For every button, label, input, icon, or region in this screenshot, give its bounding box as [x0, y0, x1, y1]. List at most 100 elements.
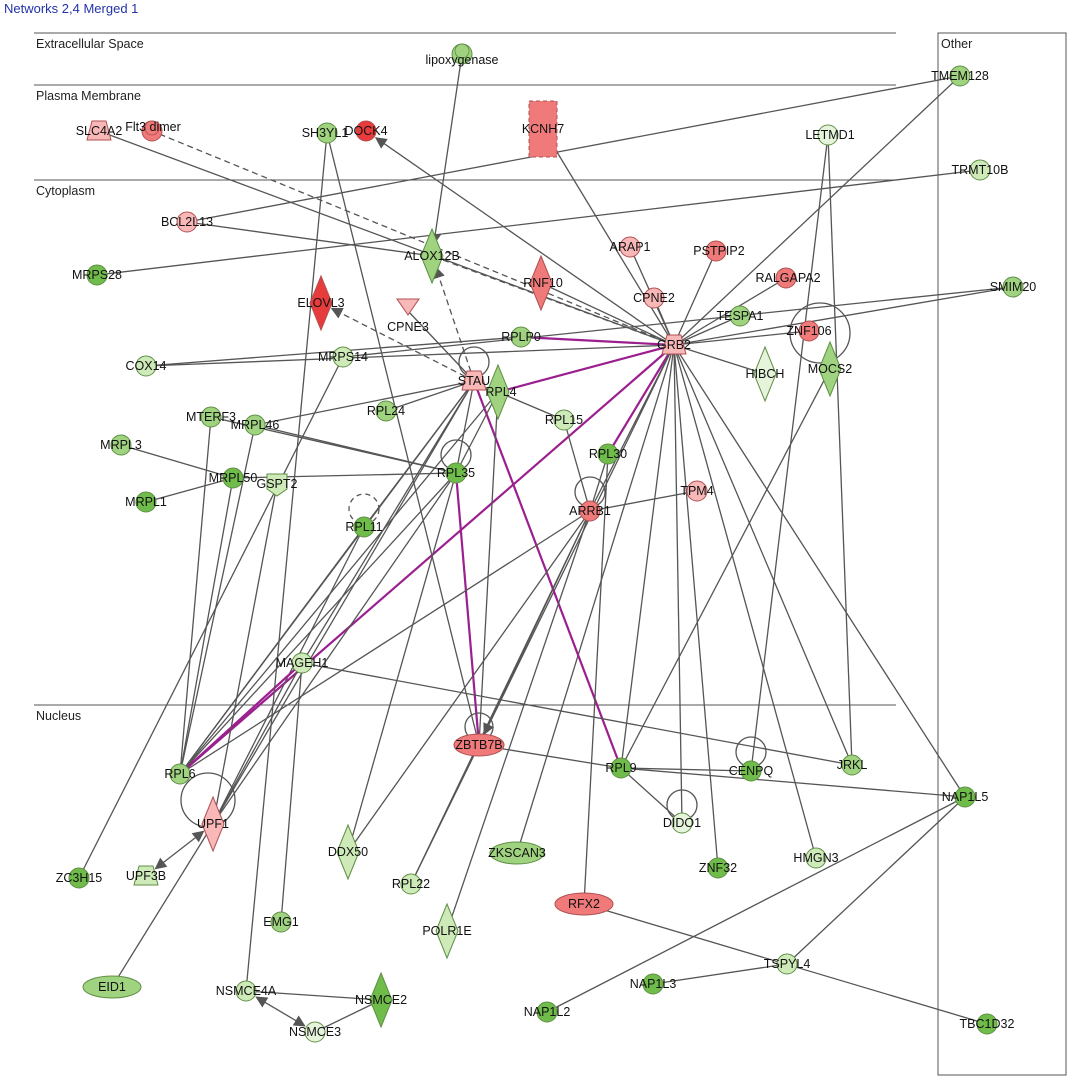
node-slc4a2[interactable]: SLC4A2 [76, 120, 123, 141]
node-hibch[interactable]: HIBCH [746, 345, 785, 403]
node-nap1l5[interactable]: NAP1L5 [942, 786, 989, 808]
node-rpl24[interactable]: RPL24 [367, 400, 405, 422]
node-cpne2[interactable]: CPNE2 [633, 287, 675, 309]
node-label: RPL30 [589, 447, 627, 461]
node-shape [954, 786, 976, 808]
edge-stau-alox12b [433, 266, 475, 382]
node-pstpip2[interactable]: PSTPIP2 [693, 240, 745, 262]
node-rpl6[interactable]: RPL6 [164, 763, 196, 785]
node-rpl30[interactable]: RPL30 [589, 443, 627, 465]
node-shape [82, 975, 142, 999]
edge-sh3yl1-zbtb7b [326, 132, 480, 746]
node-ralgapa2[interactable]: RALGAPA2 [755, 267, 821, 289]
self-loop-layer [180, 302, 851, 828]
node-rpl11[interactable]: RPL11 [345, 516, 383, 538]
node-shape [705, 240, 727, 262]
edge-mrpl46-rpl35 [254, 424, 457, 474]
node-shape [619, 236, 641, 258]
edge-rpl35-ddx50 [347, 472, 457, 853]
node-letmd1[interactable]: LETMD1 [805, 124, 855, 146]
node-shape [486, 363, 510, 421]
edge-mrpl50-mrpl1 [145, 477, 234, 503]
node-bcl2l13[interactable]: BCL2L13 [161, 211, 213, 233]
node-rpl9[interactable]: RPL9 [605, 757, 637, 779]
node-upf1[interactable]: UPF1 [197, 795, 229, 853]
node-tspyl4[interactable]: TSPYL4 [764, 953, 811, 975]
node-flt3dimer[interactable]: Flt3 dimer [125, 120, 181, 142]
node-cpne3[interactable]: CPNE3 [387, 298, 429, 334]
node-label: NSMCE3 [289, 1025, 341, 1039]
node-cox14[interactable]: COX14 [126, 355, 167, 377]
node-zbtb7b[interactable]: ZBTB7B [453, 733, 505, 757]
node-mrpl1[interactable]: MRPL1 [125, 491, 167, 513]
node-label: UPF3B [126, 869, 166, 883]
node-shape [445, 462, 467, 484]
node-mrpl50[interactable]: MRPL50 [209, 467, 258, 489]
node-mrpl3[interactable]: MRPL3 [100, 434, 142, 456]
node-mrps28[interactable]: MRPS28 [72, 264, 122, 286]
node-znf32[interactable]: ZNF32 [699, 857, 737, 879]
node-nsmce2[interactable]: NSMCE2 [355, 971, 407, 1029]
node-nap1l2[interactable]: NAP1L2 [524, 1001, 571, 1023]
node-dido1[interactable]: DIDO1 [663, 812, 701, 834]
node-tespa1[interactable]: TESPA1 [716, 305, 764, 327]
node-alox12b[interactable]: ALOX12B [404, 227, 460, 285]
node-hmgn3[interactable]: HMGN3 [793, 847, 839, 869]
node-nsmce4a[interactable]: NSMCE4A [216, 980, 277, 1002]
node-mrpl46[interactable]: MRPL46 [231, 414, 280, 436]
node-rpl4[interactable]: RPL4 [485, 363, 517, 421]
node-zc3h15[interactable]: ZC3H15 [56, 867, 103, 889]
node-tbc1d32[interactable]: TBC1D32 [960, 1013, 1015, 1035]
node-lipoxygenase[interactable]: lipoxygenase [426, 43, 499, 67]
node-grb2[interactable]: GRB2 [657, 334, 691, 355]
node-mrps14[interactable]: MRPS14 [318, 346, 368, 368]
node-rfx2[interactable]: RFX2 [554, 892, 614, 916]
node-label: DIDO1 [663, 816, 701, 830]
node-rpl35[interactable]: RPL35 [437, 462, 475, 484]
node-smim20[interactable]: SMIM20 [990, 276, 1037, 298]
node-upf3b[interactable]: UPF3B [126, 865, 166, 886]
node-nap1l3[interactable]: NAP1L3 [630, 973, 677, 995]
node-eid1[interactable]: EID1 [82, 975, 142, 999]
page-title[interactable]: Networks 2,4 Merged 1 [4, 1, 139, 16]
node-label: MRPL3 [100, 438, 142, 452]
node-rpl22[interactable]: RPL22 [392, 873, 430, 895]
node-polr1e[interactable]: POLR1E [422, 902, 472, 960]
node-label: RPL22 [392, 877, 430, 891]
node-dock4[interactable]: DOCK4 [344, 120, 388, 142]
node-arrb1[interactable]: ARRB1 [569, 500, 611, 522]
node-shape [753, 345, 777, 403]
node-label: RFX2 [568, 897, 600, 911]
node-rpl15[interactable]: RPL15 [545, 409, 583, 431]
node-emg1[interactable]: EMG1 [263, 911, 299, 933]
node-ddx50[interactable]: DDX50 [328, 823, 368, 881]
node-stau[interactable]: STAU [458, 370, 490, 391]
node-trmt10b[interactable]: TRMT10B [952, 159, 1009, 181]
node-mageh1[interactable]: MAGEH1 [276, 652, 329, 674]
node-shape [336, 823, 360, 881]
node-znf106[interactable]: ZNF106 [786, 320, 832, 342]
node-jrkl[interactable]: JRKL [837, 754, 868, 776]
node-mocs2[interactable]: MOCS2 [808, 340, 853, 398]
node-tpm4[interactable]: TPM4 [680, 480, 714, 502]
node-nsmce3[interactable]: NSMCE3 [289, 1021, 341, 1043]
node-shape [643, 287, 665, 309]
node-mterf3[interactable]: MTERF3 [186, 406, 236, 428]
edge-grb2-rnf10 [540, 282, 675, 346]
edge-rpl15-arrb1 [563, 419, 591, 512]
node-label: NSMCE4A [216, 984, 277, 998]
node-rnf10[interactable]: RNF10 [523, 254, 563, 312]
node-sh3yl1[interactable]: SH3YL1 [302, 122, 349, 144]
node-tmem128[interactable]: TMEM128 [931, 65, 989, 87]
node-zkscan3[interactable]: ZKSCAN3 [488, 841, 546, 865]
node-cenpq[interactable]: CENPQ [729, 760, 774, 782]
edge-mageh1-upf1 [212, 662, 303, 825]
node-arap1[interactable]: ARAP1 [610, 236, 651, 258]
edge-stau-mrpl46 [254, 380, 475, 426]
node-kcnh7[interactable]: KCNH7 [522, 100, 564, 158]
node-label: KCNH7 [522, 122, 564, 136]
node-elovl3[interactable]: ELOVL3 [297, 274, 345, 332]
node-rplp0[interactable]: RPLP0 [501, 326, 541, 348]
node-gspt2[interactable]: GSPT2 [257, 473, 298, 497]
node-shape [332, 346, 354, 368]
